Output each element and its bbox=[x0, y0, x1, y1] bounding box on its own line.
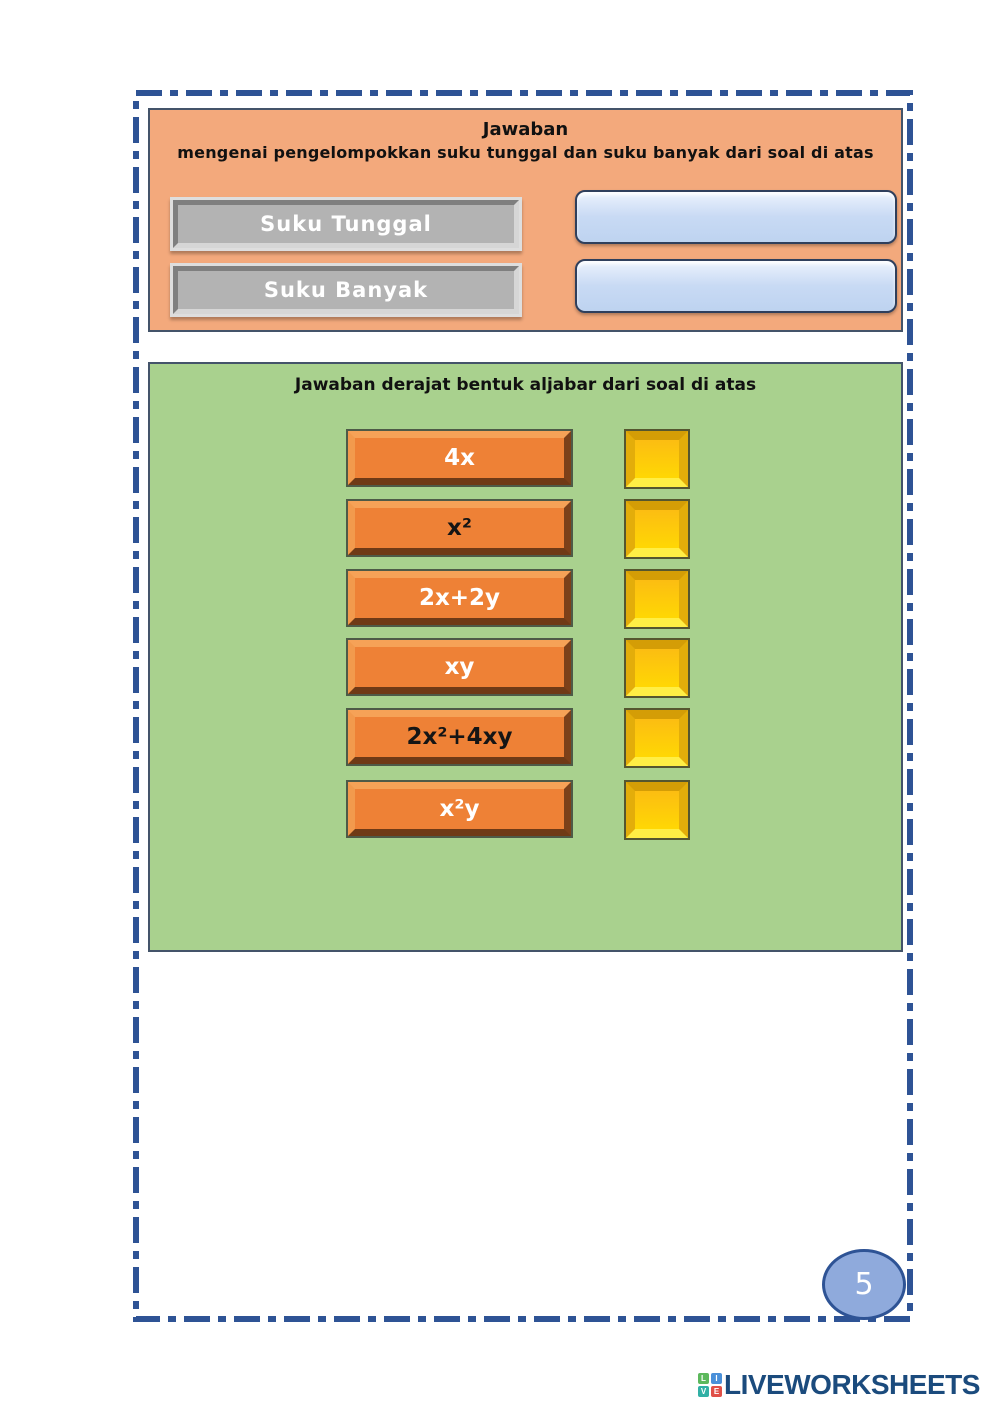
answer-row: 2x+2y bbox=[150, 569, 901, 629]
expression-label: 2x²+4xy bbox=[348, 710, 571, 764]
answer-row: xy bbox=[150, 638, 901, 698]
logo-letter-l: L bbox=[698, 1373, 709, 1384]
drop-target-face bbox=[626, 571, 688, 627]
panel-title: Jawaban derajat bentuk aljabar dari soal… bbox=[294, 375, 757, 395]
drop-target-x2[interactable] bbox=[624, 499, 690, 559]
expression-button-x2y[interactable]: x²y bbox=[346, 780, 573, 838]
suku-banyak-button[interactable]: Suku Banyak bbox=[170, 263, 522, 317]
answer-row: x² bbox=[150, 499, 901, 559]
liveworksheets-logo[interactable]: L I V E LIVEWORKSHEETS bbox=[698, 1371, 980, 1399]
suku-tunggal-button[interactable]: Suku Tunggal bbox=[170, 197, 522, 251]
degree-answer-panel: Jawaban derajat bentuk aljabar dari soal… bbox=[148, 362, 903, 952]
drop-target-4x[interactable] bbox=[624, 429, 690, 489]
expression-button-xy[interactable]: xy bbox=[346, 638, 573, 696]
page-number-badge: 5 bbox=[822, 1249, 906, 1320]
drop-target-face bbox=[626, 710, 688, 766]
expression-button-x2[interactable]: x² bbox=[346, 499, 573, 557]
logo-letter-e: E bbox=[711, 1386, 722, 1397]
answer-field-suku-banyak[interactable] bbox=[575, 259, 897, 313]
panel-title: Jawaban bbox=[482, 119, 569, 140]
expression-label: x² bbox=[348, 501, 571, 555]
expression-label: 2x+2y bbox=[348, 571, 571, 625]
drop-target-x2y[interactable] bbox=[624, 780, 690, 840]
expression-label: x²y bbox=[348, 782, 571, 836]
drop-target-2x2-4xy[interactable] bbox=[624, 708, 690, 768]
logo-wordmark: LIVEWORKSHEETS bbox=[724, 1369, 980, 1400]
grouping-answer-panel: Jawaban mengenai pengelompokkan suku tun… bbox=[148, 108, 903, 332]
suku-banyak-label: Suku Banyak bbox=[173, 266, 519, 314]
answer-field-suku-tunggal[interactable] bbox=[575, 190, 897, 244]
answer-row: 4x bbox=[150, 429, 901, 489]
expression-button-4x[interactable]: 4x bbox=[346, 429, 573, 487]
panel-subtitle: mengenai pengelompokkan suku tunggal dan… bbox=[177, 143, 874, 162]
drop-target-2x2y[interactable] bbox=[624, 569, 690, 629]
suku-tunggal-label: Suku Tunggal bbox=[173, 200, 519, 248]
liveworksheets-icon: L I V E bbox=[698, 1373, 722, 1397]
page-number: 5 bbox=[854, 1267, 874, 1302]
expression-button-2x2-4xy[interactable]: 2x²+4xy bbox=[346, 708, 573, 766]
answer-row: 2x²+4xy bbox=[150, 708, 901, 768]
drop-target-face bbox=[626, 501, 688, 557]
drop-target-xy[interactable] bbox=[624, 638, 690, 698]
answer-row: x²y bbox=[150, 780, 901, 840]
expression-label: xy bbox=[348, 640, 571, 694]
drop-target-face bbox=[626, 431, 688, 487]
drop-target-face bbox=[626, 782, 688, 838]
expression-label: 4x bbox=[348, 431, 571, 485]
expression-button-2x2y[interactable]: 2x+2y bbox=[346, 569, 573, 627]
drop-target-face bbox=[626, 640, 688, 696]
logo-letter-i: I bbox=[711, 1373, 722, 1384]
logo-letter-v: V bbox=[698, 1386, 709, 1397]
